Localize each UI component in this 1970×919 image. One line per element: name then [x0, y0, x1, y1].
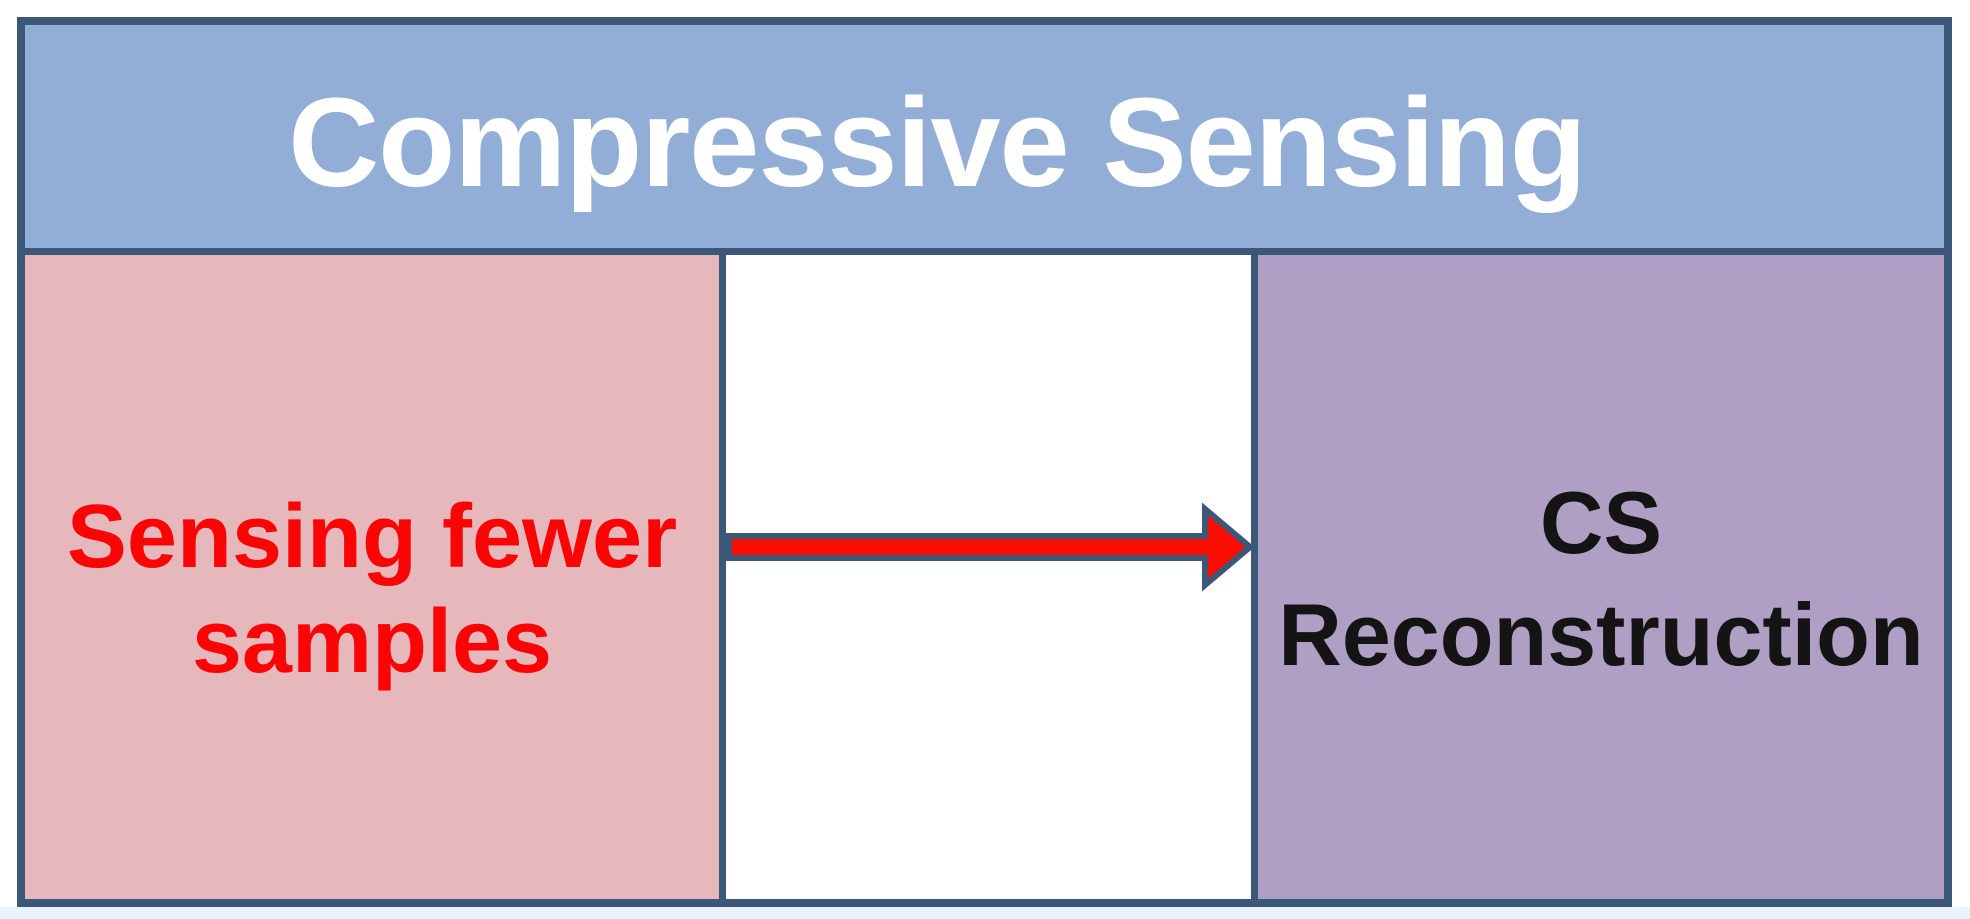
- cs-reconstruction-box: CS Reconstruction: [1251, 255, 1944, 899]
- diagram-title: Compressive Sensing: [288, 72, 1586, 213]
- sensing-fewer-samples-box: Sensing fewer samples: [25, 255, 726, 899]
- diagram-header: Compressive Sensing: [25, 25, 1944, 255]
- cs-reconstruction-label: CS Reconstruction: [1278, 473, 1924, 684]
- sensing-fewer-samples-label: Sensing fewer samples: [66, 486, 678, 692]
- bottom-edge-strip: [0, 907, 1970, 919]
- arrow-panel: [726, 255, 1251, 899]
- diagram-frame: Compressive Sensing Sensing fewer sample…: [17, 17, 1952, 907]
- right-arrow-icon: [726, 502, 1251, 592]
- diagram-body: Sensing fewer samples CS Reconstruction: [25, 255, 1944, 899]
